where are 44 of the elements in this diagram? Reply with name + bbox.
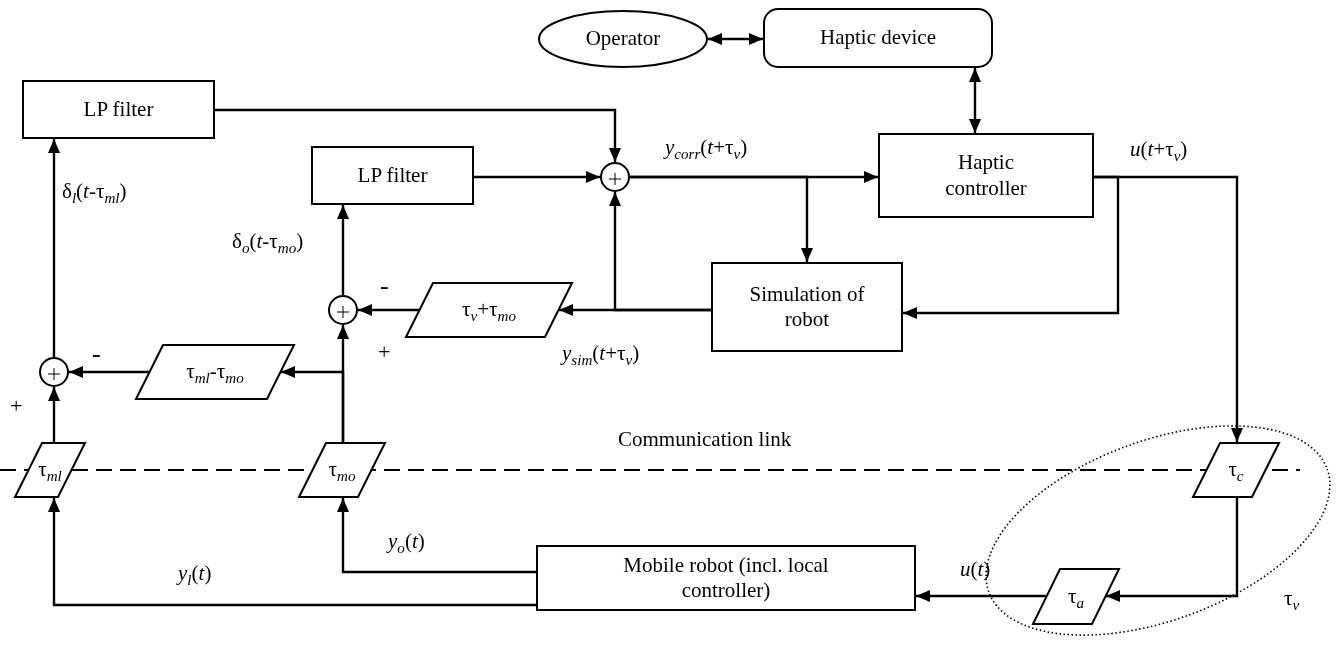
arrow — [1106, 498, 1239, 602]
dotted-ellipse — [986, 426, 1330, 635]
arrow — [69, 366, 149, 378]
summing-junction — [39, 357, 69, 387]
arrow — [215, 108, 621, 162]
arrow — [48, 387, 60, 442]
process-box: Mobile robot (incl. local controller) — [536, 545, 916, 611]
arrow — [474, 171, 600, 183]
process-box: LP filter — [311, 146, 474, 205]
arrow — [358, 304, 419, 316]
delay-parallelogram: τ$_{ml}$ — [14, 442, 86, 498]
summing-junction — [328, 295, 358, 325]
group-label: τ$_{v}$ — [1284, 587, 1300, 611]
signal-label: y$_{corr}$(t+τ$_{v}$) — [665, 136, 748, 160]
arrow — [48, 498, 536, 607]
arrow — [337, 498, 536, 574]
arrow — [48, 139, 60, 357]
arrow — [630, 175, 813, 262]
rounded-box: Haptic device — [763, 8, 993, 68]
delay-parallelogram: τ$_{v}$+τ$_{mo}$ — [405, 282, 573, 338]
process-box: Simulation of robot — [711, 262, 903, 352]
arrow — [337, 205, 349, 295]
process-box: LP filter — [22, 80, 215, 139]
signal-label: y$_{o}$(t) — [388, 530, 425, 554]
process-box: Haptic controller — [878, 133, 1094, 218]
signal-label: y$_{l}$(t) — [178, 562, 212, 586]
signal-label: δ$_{l}$(t-τ$_{ml}$) — [62, 180, 127, 204]
terminal-ellipse: Operator — [538, 10, 708, 68]
signal-label: u(t) — [960, 558, 991, 582]
signal-label: y$_{sim}$(t+τ$_{v}$) — [562, 342, 640, 366]
delay-parallelogram: τ$_{c}$ — [1192, 442, 1280, 498]
delay-parallelogram: τ$_{ml}$-τ$_{mo}$ — [135, 344, 295, 400]
signal-label: u(t+τ$_{v}$) — [1130, 138, 1188, 162]
arrow — [281, 366, 345, 442]
arrow — [903, 175, 1120, 319]
delay-parallelogram: τ$_{mo}$ — [298, 442, 386, 498]
signal-label: δ$_{o}$(t-τ$_{mo}$) — [232, 230, 304, 254]
arrow — [708, 33, 763, 45]
arrow — [916, 590, 1046, 602]
summing-junction — [600, 162, 630, 192]
arrow — [1094, 175, 1243, 442]
arrow — [969, 68, 981, 133]
arrow — [609, 192, 711, 312]
delay-parallelogram: τ$_{a}$ — [1032, 568, 1120, 625]
